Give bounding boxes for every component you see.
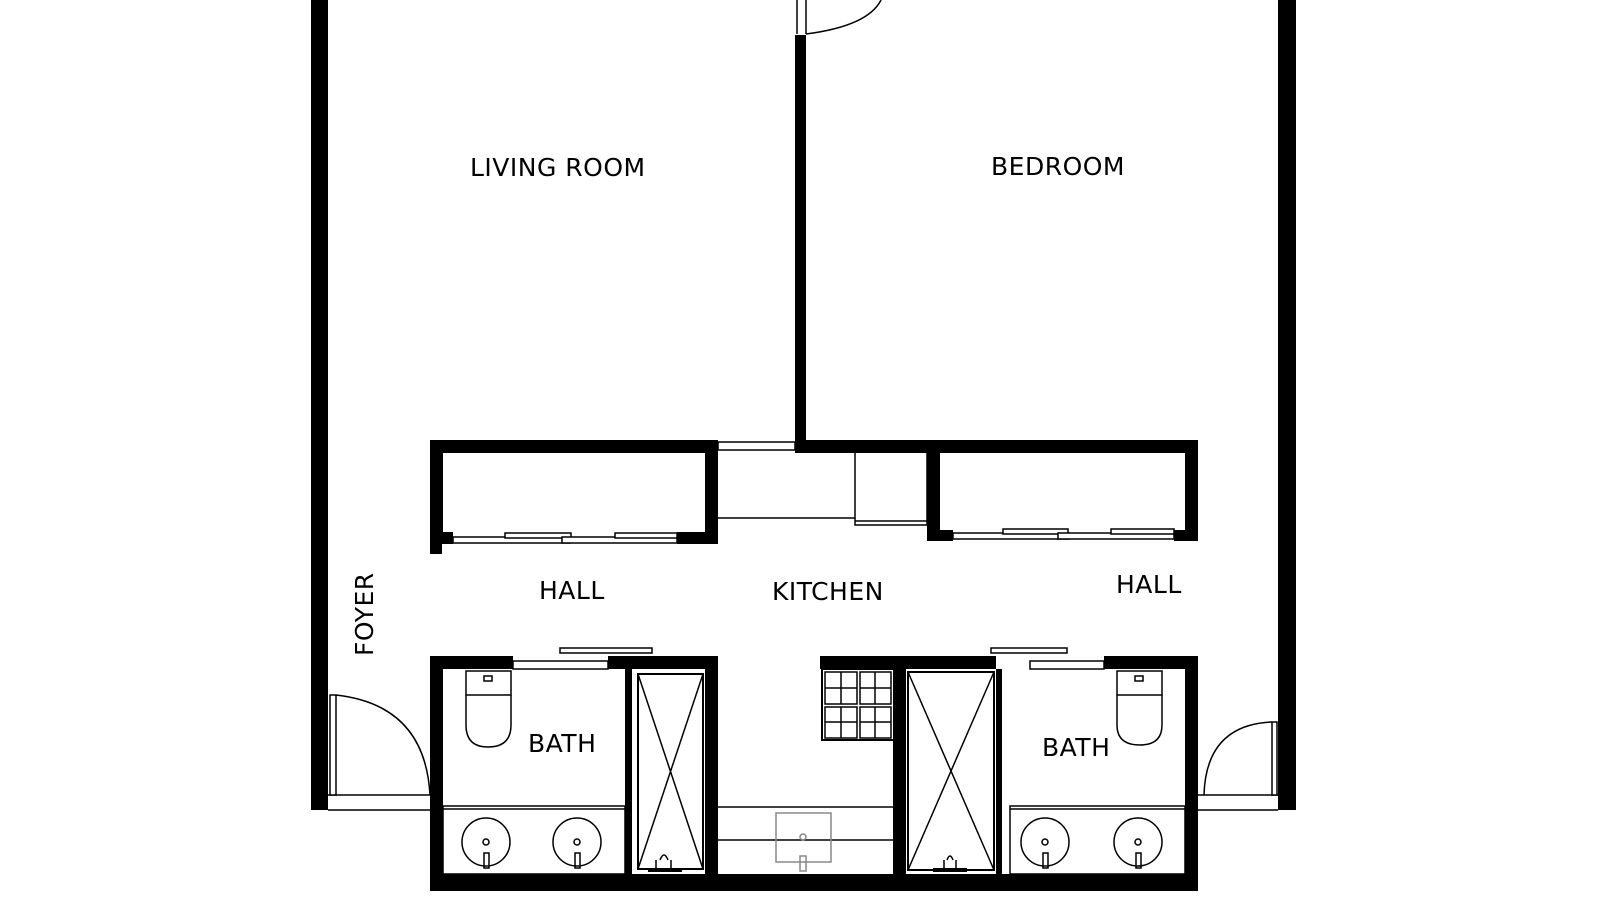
closet-left-sliding-doors[interactable] — [452, 532, 678, 544]
label-hall-right: HALL — [1116, 570, 1182, 599]
label-foyer: FOYER — [350, 572, 379, 656]
bath-right-door[interactable] — [990, 647, 1105, 670]
right-entry-door[interactable] — [1198, 721, 1278, 811]
toilet-right-icon — [1116, 670, 1163, 746]
closet-right — [795, 440, 1198, 541]
divider-wall — [795, 35, 806, 445]
toilet-left-icon — [465, 670, 512, 748]
vanity-right — [1009, 805, 1186, 875]
label-bath-left: BATH — [528, 729, 596, 758]
bath-left-shower — [637, 673, 704, 872]
top-door[interactable] — [796, 0, 882, 35]
label-kitchen: KITCHEN — [772, 577, 884, 606]
label-bath-right: BATH — [1042, 733, 1110, 762]
bath-left-door[interactable] — [512, 647, 653, 670]
foyer-entry-door[interactable] — [328, 694, 431, 811]
closet-left — [430, 440, 718, 554]
bath-left-walls — [430, 656, 1198, 891]
label-bedroom: BEDROOM — [991, 152, 1125, 181]
label-living-room: LIVING ROOM — [470, 153, 646, 182]
exterior-walls — [311, 0, 1296, 810]
kitchen-lower-cabinets — [718, 806, 893, 872]
vanity-left — [442, 805, 626, 875]
bath-right-walls — [893, 656, 1198, 891]
kitchen-upper-cabinets — [717, 441, 928, 526]
kitchen-stove-icon — [820, 656, 900, 741]
bath-right-shower — [907, 671, 995, 872]
label-hall-left: HALL — [539, 576, 605, 605]
closet-right-sliding-doors[interactable] — [952, 528, 1175, 540]
